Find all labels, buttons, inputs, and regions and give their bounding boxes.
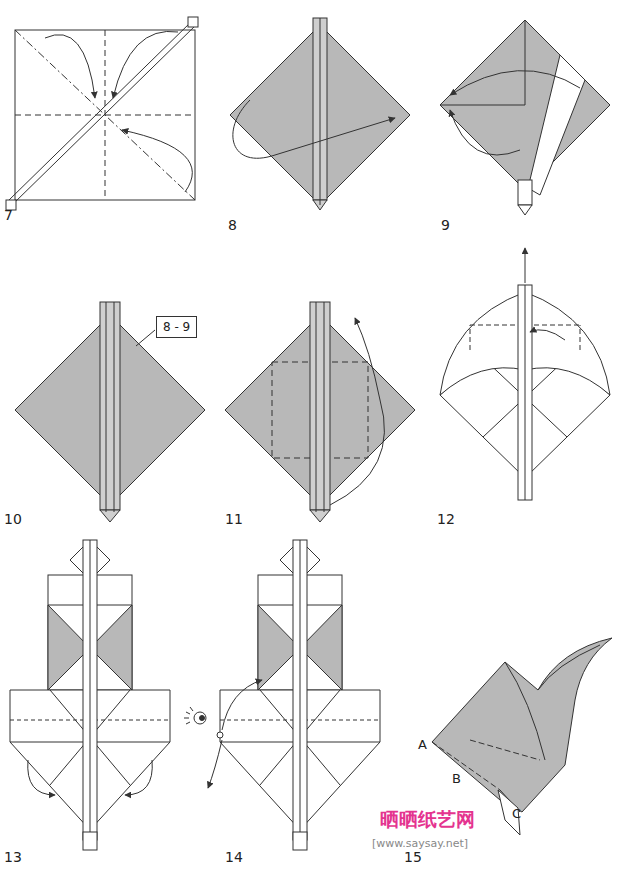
step-number: 14 xyxy=(225,850,243,864)
step-number: 8 xyxy=(228,218,237,232)
step-number: 12 xyxy=(437,512,455,526)
watermark: 晒晒纸艺网 xyxy=(380,810,475,829)
step-number: 13 xyxy=(4,850,22,864)
point-label: C xyxy=(512,807,521,820)
step-number: 7 xyxy=(4,208,13,222)
point-label: B xyxy=(452,772,461,785)
step-number: 15 xyxy=(404,850,422,864)
step-reference-box: 8 - 9 xyxy=(156,316,197,338)
watermark-url: [www.saysay.net] xyxy=(372,838,468,849)
point-label: A xyxy=(418,738,427,751)
step-number: 10 xyxy=(4,512,22,526)
step-number: 11 xyxy=(225,512,243,526)
step-number: 9 xyxy=(441,218,450,232)
step-reference: 8 - 9 xyxy=(163,320,190,334)
